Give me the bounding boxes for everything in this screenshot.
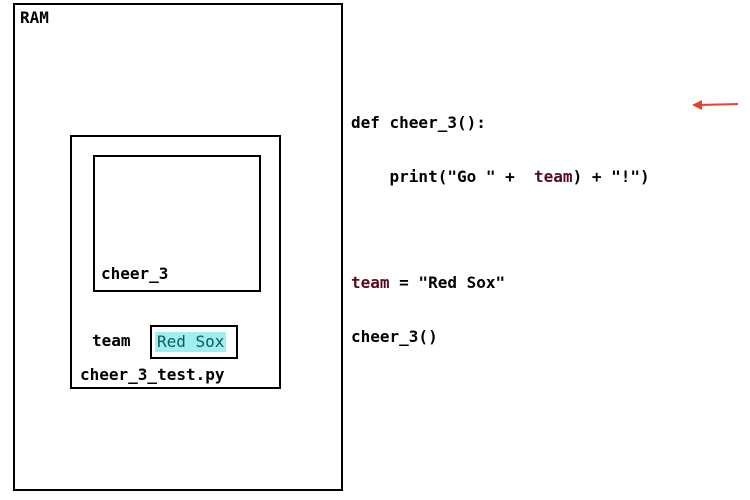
code-variable-assign: team [351, 273, 390, 292]
left-arrow-icon [692, 100, 739, 110]
code-indent [351, 167, 390, 186]
code-line-print: print("Go " + team) + "!") [351, 168, 650, 186]
code-def-text: def cheer_3(): [351, 113, 486, 132]
ram-label: RAM [20, 8, 49, 27]
variable-value: Red Sox [155, 332, 227, 352]
function-frame [93, 155, 261, 292]
code-variable-reference: team [534, 167, 573, 186]
code-print-end: ) + "!") [572, 167, 650, 186]
module-frame-label: cheer_3_test.py [80, 365, 225, 384]
code-print-text: print("Go " + [389, 167, 535, 186]
variable-value-box: Red Sox [150, 325, 238, 359]
code-line-assign: team = "Red Sox" [351, 274, 650, 292]
code-line-def: def cheer_3(): [351, 114, 650, 132]
code-assign-value: = "Red Sox" [389, 273, 506, 292]
code-call-text: cheer_3() [351, 327, 438, 346]
code-line-call: cheer_3() [351, 328, 650, 346]
code-listing: def cheer_3(): print("Go " + team) + "!"… [351, 78, 650, 364]
variable-name: team [92, 331, 131, 350]
function-frame-label: cheer_3 [101, 264, 169, 283]
